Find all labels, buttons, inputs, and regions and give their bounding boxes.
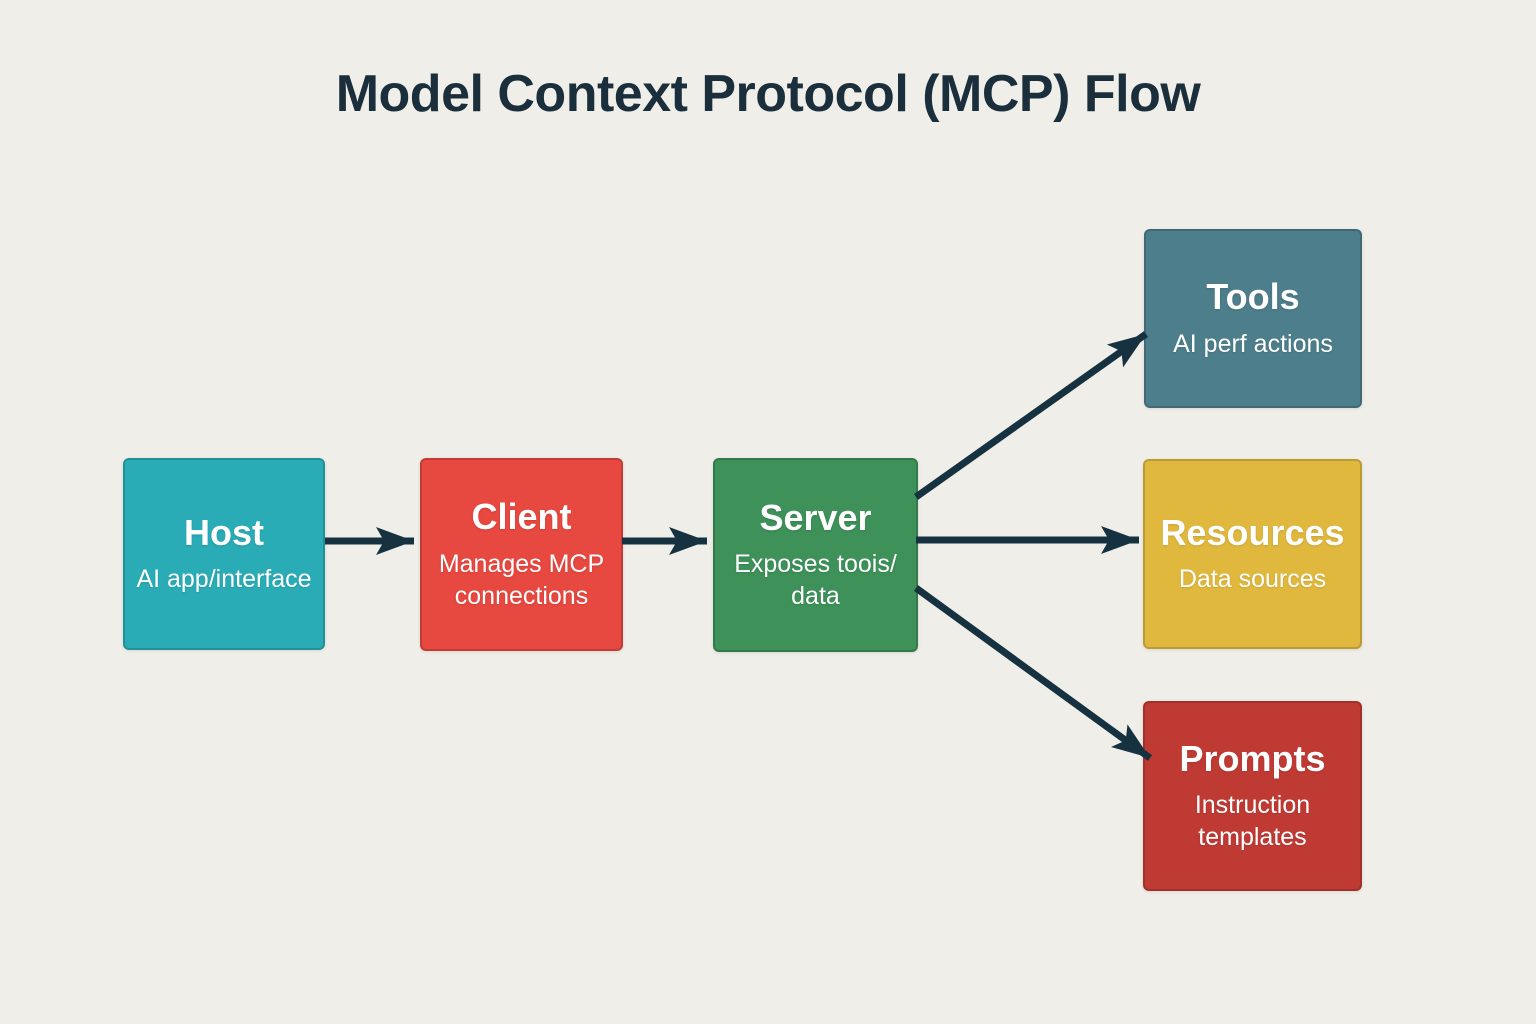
node-tools-description: AI perf actions bbox=[1173, 329, 1333, 358]
node-client: Client Manages MCP connections bbox=[420, 458, 623, 651]
node-resources: Resources Data sources bbox=[1143, 459, 1362, 649]
node-server-label: Server bbox=[759, 496, 872, 538]
arrow-server-to-prompts bbox=[913, 585, 1153, 761]
node-resources-description: Data sources bbox=[1178, 565, 1327, 594]
node-client-label: Client bbox=[471, 496, 572, 538]
node-host-label: Host bbox=[184, 511, 264, 553]
node-client-description: Manages MCP connections bbox=[438, 549, 605, 610]
node-server: Server Exposes toois/ data bbox=[713, 458, 918, 652]
diagram-title: Model Context Protocol (MCP) Flow bbox=[335, 65, 1201, 123]
node-host-description: AI app/interface bbox=[136, 565, 312, 594]
node-prompts: Prompts Instruction templates bbox=[1143, 701, 1362, 891]
node-server-description: Exposes toois/ data bbox=[734, 550, 897, 611]
node-resources-label: Resources bbox=[1160, 511, 1345, 553]
node-tools-label: Tools bbox=[1206, 276, 1300, 318]
arrow-server-to-tools bbox=[913, 331, 1149, 500]
node-tools: Tools AI perf actions bbox=[1144, 229, 1362, 408]
node-host: Host AI app/interface bbox=[123, 458, 325, 650]
node-prompts-description: Instruction templates bbox=[1194, 791, 1311, 852]
node-prompts-label: Prompts bbox=[1179, 737, 1326, 779]
